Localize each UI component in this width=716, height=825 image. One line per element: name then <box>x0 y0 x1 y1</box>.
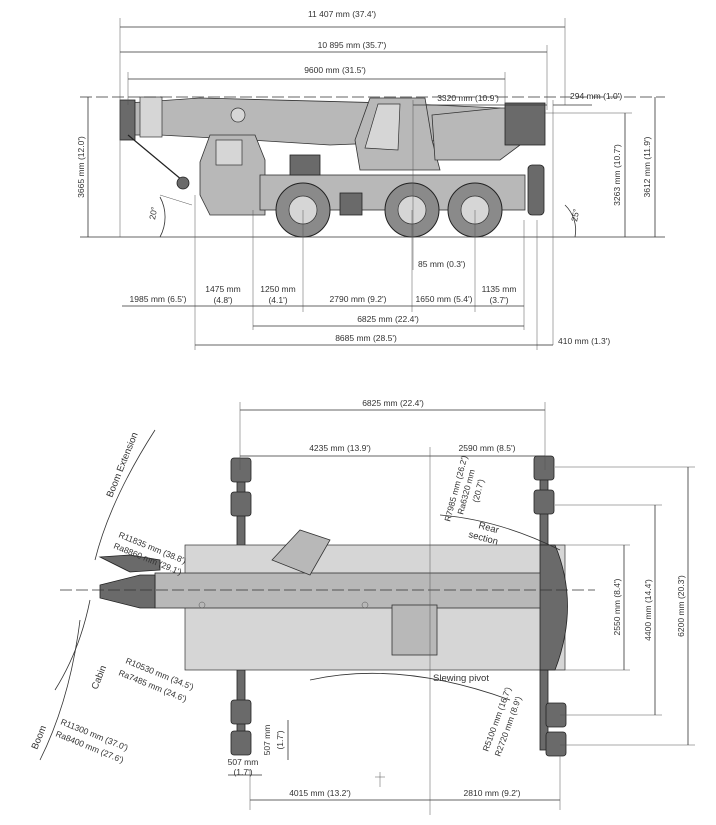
side-view: 11 407 mm (37.4') 10 895 mm (35.7') 9600… <box>76 9 665 350</box>
engine-top <box>391 604 438 656</box>
dim-axle-1-2: 2790 mm (9.2') <box>330 294 387 304</box>
dim-front-to-pivot: 4235 mm (13.9') <box>309 443 371 453</box>
boom-pin <box>198 601 206 609</box>
approach-angle: 20° <box>147 206 159 220</box>
dim-outrigger-span: 6825 mm (22.4') <box>357 314 419 324</box>
dim-slew-offset: 85 mm (0.3') <box>418 259 466 269</box>
counterweight <box>504 102 546 146</box>
dim-front-to-cab-ft: (4.8') <box>213 295 232 305</box>
dim-cab-to-axle-mm: 1250 mm <box>260 284 295 294</box>
extension-lines <box>194 195 538 350</box>
dim-axle-to-outrigger-mm: 1135 mm <box>482 284 517 294</box>
hoist-rope <box>127 134 183 181</box>
dim-width-outriggers-full: 6200 mm (20.3') <box>676 575 686 637</box>
extension-line <box>159 194 193 206</box>
label-boom-extension: Boom Extension <box>105 431 141 499</box>
dim-pivot-to-rear: 2590 mm (8.5') <box>459 443 516 453</box>
label-cabin: Cabin <box>90 664 109 691</box>
dim-pad-size-ft: (1.7') <box>233 767 252 777</box>
dim-height-rear: 3612 mm (11.9') <box>642 136 652 197</box>
dim-front-outrigger-to-pivot: 4015 mm (13.2') <box>289 788 351 798</box>
boom-sections <box>139 96 163 138</box>
carrier-cab-window <box>215 139 243 166</box>
label-slewing-pivot: Slewing pivot <box>433 673 489 684</box>
boom-head <box>119 99 136 141</box>
dim-pad-size-v-ft: (1.7') <box>275 730 285 749</box>
dim-pad-size-v-mm: 507 mm <box>262 725 272 756</box>
boom-arc <box>39 619 81 761</box>
dim-top-outrigger-span: 6825 mm (22.4') <box>362 398 424 408</box>
dim-vehicle-length: 8685 mm (28.5') <box>335 333 397 343</box>
outrigger-pads <box>230 455 567 757</box>
boom-head-top <box>99 574 156 609</box>
crane-side-illustration <box>119 96 546 238</box>
boom-extension-arc <box>94 429 156 561</box>
dim-length-to-rear: 10 895 mm (35.7') <box>318 40 387 50</box>
hook-block <box>176 176 190 190</box>
operator-cab-window <box>364 103 401 151</box>
fuel-tank <box>339 192 363 216</box>
approach-angle-arc <box>159 196 166 238</box>
boom-pin <box>361 601 369 609</box>
dim-overall-length: 11 407 mm (37.4') <box>308 9 376 19</box>
dim-boom-length: 9600 mm (31.5') <box>304 65 366 75</box>
departure-angle-arc <box>564 204 577 238</box>
rear-tire <box>527 164 545 216</box>
dim-rear-bumper: 410 mm (1.3') <box>558 336 610 346</box>
dim-front-to-cab-mm: 1475 mm <box>205 284 240 294</box>
departure-angle: 25° <box>569 208 581 222</box>
engine-block <box>289 154 321 176</box>
dim-width-body: 2550 mm (8.4') <box>612 578 622 635</box>
dim-axle-to-outrigger-ft: (3.7') <box>489 295 508 305</box>
slewing-arc <box>309 672 511 701</box>
dim-cab-to-axle-ft: (4.1') <box>268 295 287 305</box>
cabin-arc <box>54 599 91 691</box>
top-view: 6825 mm (22.4') 4235 mm (13.9') 2590 mm … <box>30 398 695 815</box>
rear-section-arc <box>439 514 561 551</box>
label-rear: Rear <box>477 520 500 536</box>
dim-front-overhang: 1985 mm (6.5') <box>130 294 187 304</box>
boom-pivot <box>230 107 246 123</box>
dim-width-outriggers-mid: 4400 mm (14.4') <box>643 579 653 641</box>
boom-extension-top <box>98 554 161 573</box>
dim-cab-to-rear: 3320 mm (10.9') <box>437 93 499 103</box>
cab-top <box>271 529 331 576</box>
dim-axle-2-3: 1650 mm (5.4') <box>416 294 473 304</box>
dim-height-cab: 3263 mm (10.7') <box>612 144 622 206</box>
boom-top <box>154 572 541 609</box>
crane-top-illustration <box>60 455 595 757</box>
dim-height-total: 3665 mm (12.0') <box>76 136 86 198</box>
dim-rear-overhang: 294 mm (1.0') <box>570 91 622 101</box>
dim-pad-size-mm: 507 mm <box>228 757 259 767</box>
dim-pivot-to-rear-outrigger: 2810 mm (9.2') <box>464 788 521 798</box>
